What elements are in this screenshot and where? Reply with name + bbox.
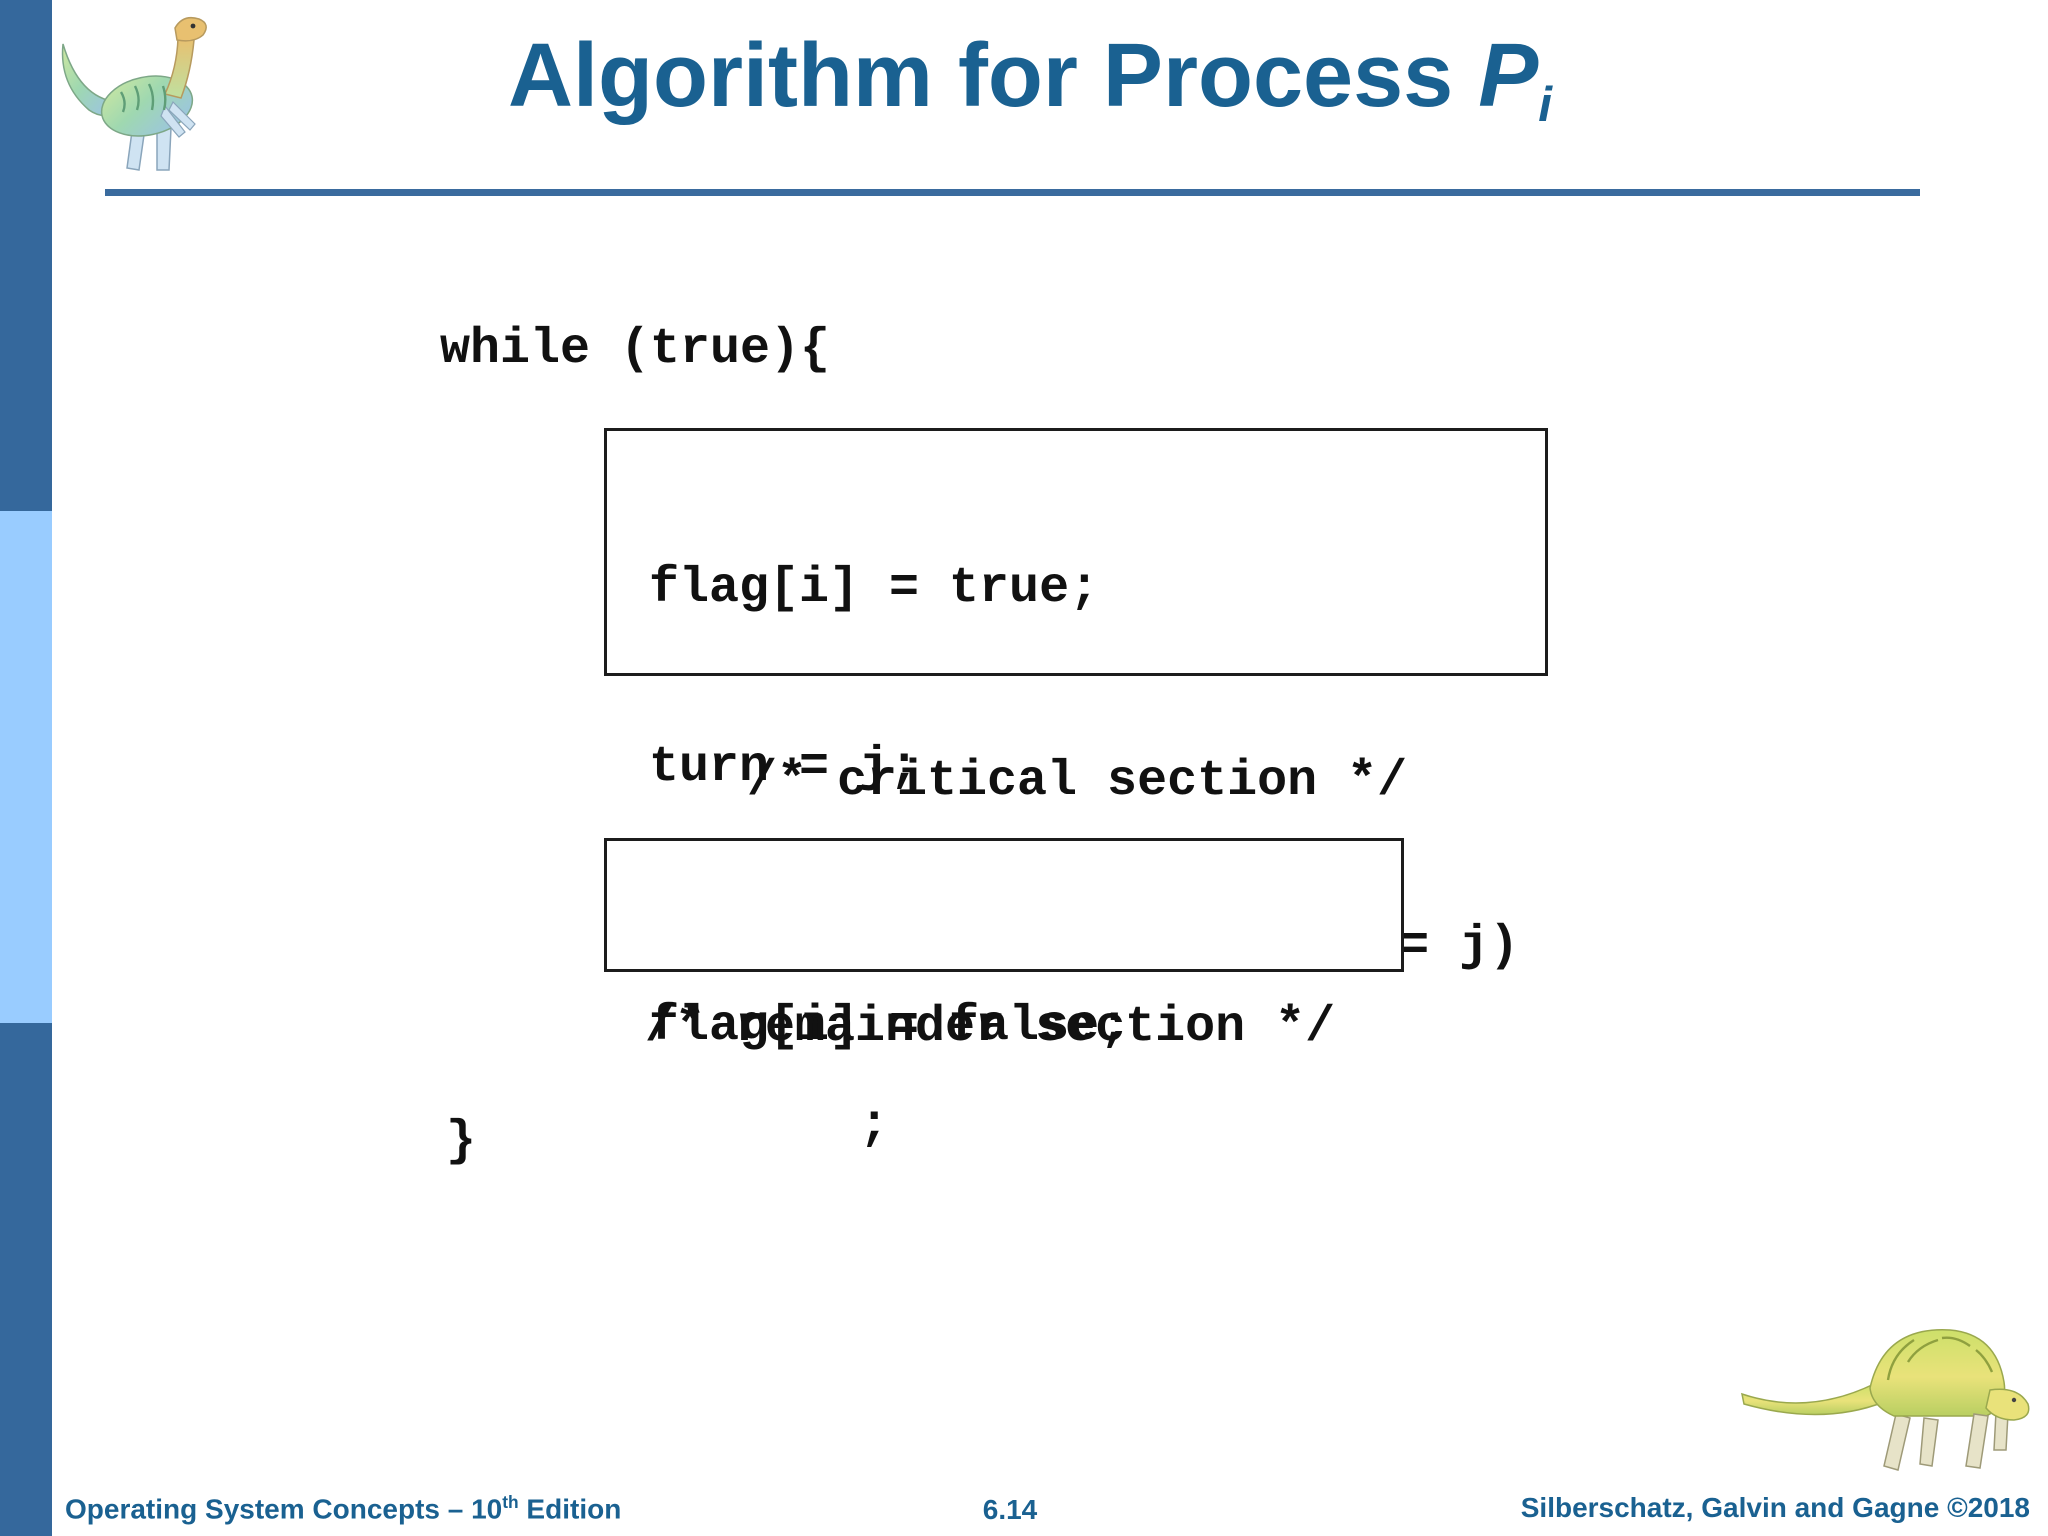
exit-section-box: flag[i] = false; (604, 838, 1404, 1055)
footer-page-number: 6.14 (982, 1494, 1038, 1525)
code-line-turn-j: turn = j; (649, 739, 920, 796)
dinosaur-illustration-icon (1738, 1298, 2038, 1483)
code-line-flag-true: flag[i] = true; (649, 560, 1100, 617)
footer-book-title: Operating System Concepts – 10th Edition (65, 1492, 621, 1525)
remainder-section-comment: /* remainder section */ (645, 999, 1336, 1056)
footer-book-sup: th (502, 1492, 519, 1512)
code-line-semicolon: ; (649, 1097, 890, 1154)
critical-section-comment: /* critical section */ (747, 753, 1408, 810)
sidebar-top-segment (0, 0, 52, 511)
title-underline (105, 189, 1920, 196)
dinosaur-logo-icon (45, 6, 245, 186)
page-title: Algorithm for Process Pi (250, 22, 1810, 144)
footer-book-suffix: Edition (518, 1493, 622, 1525)
sidebar-middle-segment (0, 511, 52, 1023)
code-line-flag-false: flag[i] = false; (649, 998, 1130, 1055)
code-close-brace: } (446, 1113, 477, 1170)
code-while-open: while (true){ (440, 321, 831, 378)
entry-section-box: flag[i] = true; turn = j; while (flag[j]… (604, 428, 1548, 1154)
sidebar-bottom-segment (0, 1023, 52, 1536)
process-symbol: P (1478, 26, 1539, 126)
process-subscript: i (1538, 76, 1552, 132)
footer-book-prefix: Operating System Concepts – 10 (65, 1493, 503, 1525)
page-title-text: Algorithm for Process (508, 26, 1479, 126)
footer-authors: Silberschatz, Galvin and Gagne ©2018 (1520, 1492, 2030, 1523)
